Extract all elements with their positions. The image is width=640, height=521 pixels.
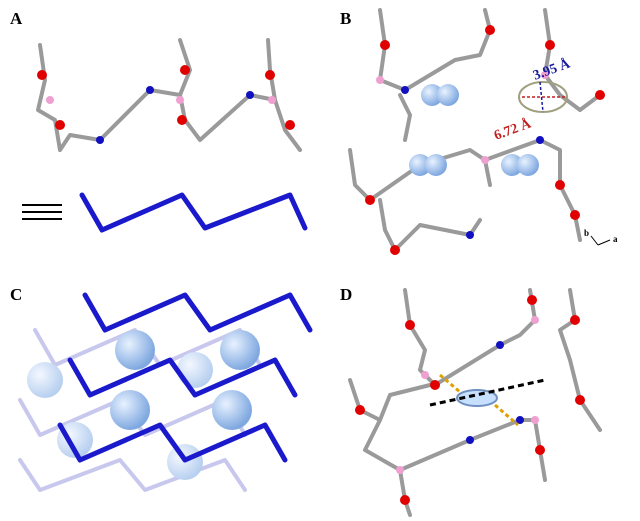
short-distance-line [539, 81, 544, 113]
axis-indicator: b a [584, 228, 618, 246]
guest-molecules-b [409, 84, 539, 176]
equivalence-symbol [22, 204, 62, 220]
panel-c-spheres [27, 330, 260, 480]
axis-label-b: b [584, 228, 589, 238]
distance-label-long: 6.72 Å [492, 115, 534, 143]
guest-benzene-d [456, 389, 498, 407]
pi-interaction-upper [439, 373, 461, 394]
distance-label-short: 3.95 Å [531, 55, 573, 83]
panel-label-b: B [340, 9, 351, 28]
panel-label-d: D [340, 285, 352, 304]
topology-chain-a [79, 192, 308, 233]
panel-c-chains [57, 292, 313, 463]
panel-d-structure [348, 288, 602, 517]
axis-label-a: a [613, 234, 618, 244]
panel-a-structure [36, 38, 302, 152]
panel-label-a: A [10, 9, 23, 28]
panel-b-structure [348, 8, 605, 255]
panel-label-c: C [10, 285, 22, 304]
pi-interaction-lower [494, 403, 519, 427]
